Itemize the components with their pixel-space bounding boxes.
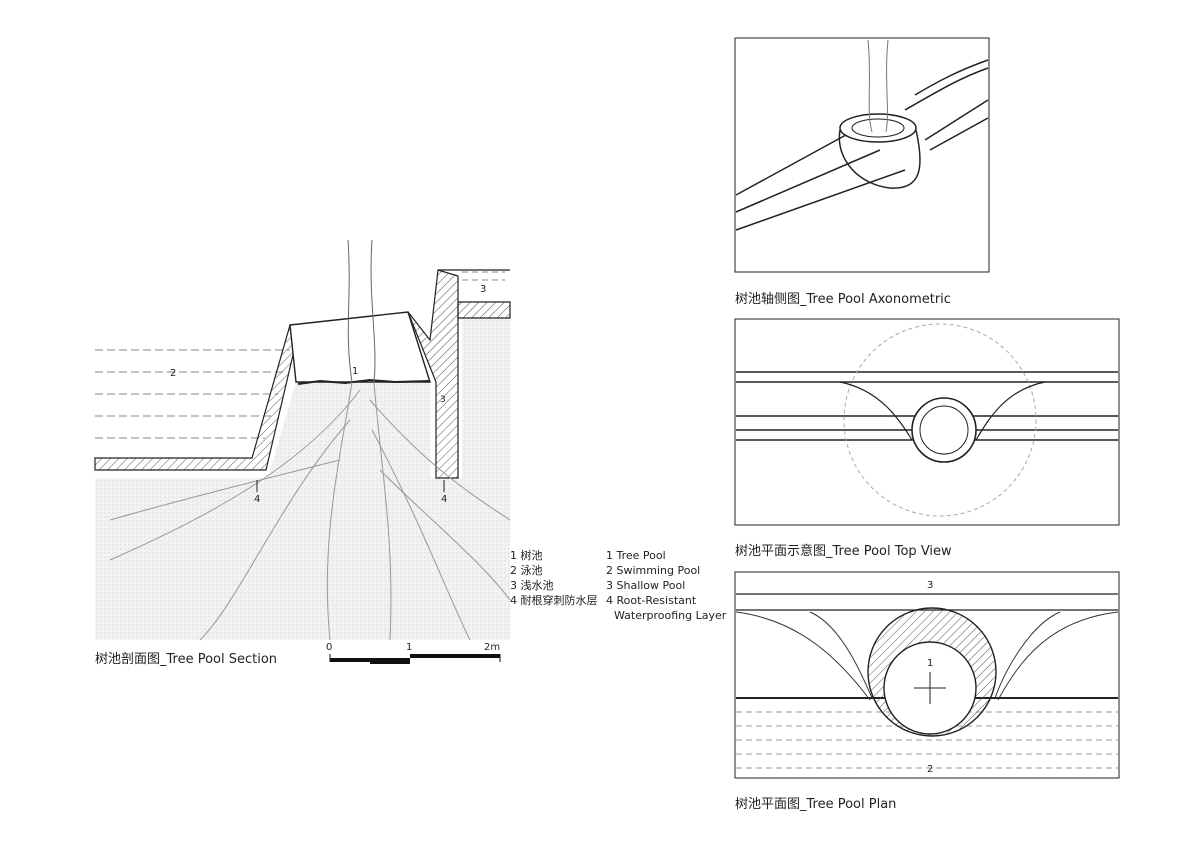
legend-en-2: 2 Swimming Pool — [606, 564, 701, 577]
tree-pool-soil-line — [297, 378, 431, 385]
legend-en-4: 4 Root-Resistant — [606, 594, 697, 607]
top-view-pool-outer — [911, 397, 977, 463]
tree-pool-section: 1 2 3 3 4 4 — [94, 239, 511, 641]
soil-fill — [95, 318, 510, 640]
right-pool-wall — [407, 269, 459, 479]
section-label-4a: 4 — [254, 494, 260, 505]
tree-canopy — [843, 323, 1037, 517]
section-label-4b: 4 — [441, 494, 447, 505]
scale-tick-1: 1 — [406, 642, 412, 653]
legend-cn-4: 4 耐根穿刺防水层 — [510, 594, 598, 607]
scale-tick-2: 2m — [484, 642, 500, 653]
axonometric-caption: 树池轴侧图_Tree Pool Axonometric — [735, 292, 951, 307]
plan-caption: 树池平面图_Tree Pool Plan — [735, 797, 897, 812]
left-pool-wall — [94, 324, 301, 471]
top-view-pool-inner — [919, 405, 969, 455]
swimming-pool-water — [95, 349, 290, 439]
top-view-caption: 树池平面示意图_Tree Pool Top View — [735, 544, 952, 559]
tree-roots — [109, 381, 511, 641]
section-label-1: 1 — [352, 366, 358, 377]
tree-pool-rim — [289, 311, 431, 383]
axonometric-frame — [734, 37, 990, 273]
legend-cn: 1 树池 2 泳池 3 浅水池 4 耐根穿刺防水层 — [510, 548, 598, 608]
shallow-pool-water — [462, 271, 505, 281]
section-label-3b: 3 — [440, 395, 446, 405]
axonometric-pool — [838, 39, 921, 189]
legend-cn-2: 2 泳池 — [510, 564, 543, 577]
axonometric-view — [734, 37, 990, 273]
top-view — [734, 318, 1120, 526]
scale-bar: 0 1 2m — [326, 642, 501, 664]
section-label-2: 2 — [170, 368, 176, 379]
plan-label-3: 3 — [927, 580, 933, 591]
legend-en: 1 Tree Pool 2 Swimming Pool 3 Shallow Po… — [606, 548, 726, 623]
section-caption: 树池剖面图_Tree Pool Section — [95, 652, 278, 667]
plan-label-2: 2 — [927, 764, 933, 775]
shallow-pool-slab — [457, 301, 511, 319]
legend-cn-1: 1 树池 — [510, 549, 543, 562]
legend-en-5: Waterproofing Layer — [614, 609, 727, 622]
legend-en-3: 3 Shallow Pool — [606, 579, 686, 592]
legend-en-1: 1 Tree Pool — [606, 549, 666, 562]
scale-tick-0: 0 — [326, 642, 332, 653]
section-label-3a: 3 — [480, 284, 486, 295]
plan-view: 3 1 2 — [734, 571, 1120, 779]
plan-label-1: 1 — [927, 658, 933, 669]
legend-cn-3: 3 浅水池 — [510, 579, 554, 592]
tree-trunk — [347, 239, 376, 383]
